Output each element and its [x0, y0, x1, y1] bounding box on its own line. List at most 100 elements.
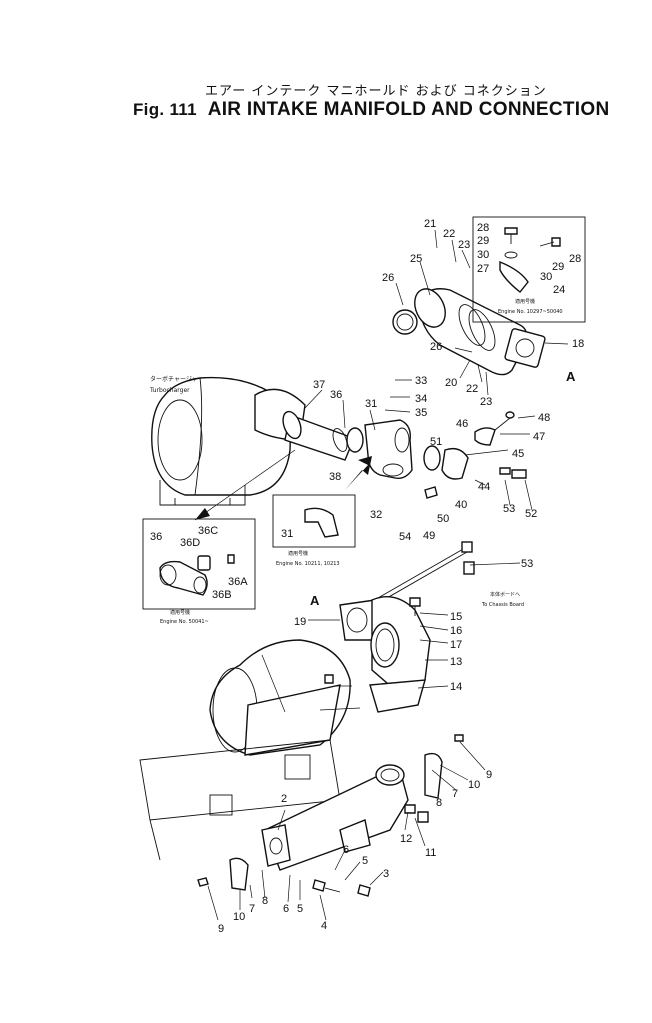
part-label-19: 19: [294, 616, 306, 628]
arrow-to-inset-31: [345, 456, 372, 490]
part-label-26-top: 26: [382, 272, 394, 284]
part-label-13: 13: [450, 656, 462, 668]
part-label-32: 32: [370, 509, 382, 521]
inset-box-part36: [142, 518, 256, 610]
part-label-36: 36: [330, 389, 342, 401]
part-label-22-b: 22: [466, 383, 478, 395]
part-label-29-b: 29: [552, 261, 564, 273]
inset-36-drawing: [159, 554, 235, 596]
part-label-29: 29: [477, 235, 489, 247]
part-label-30: 30: [477, 249, 489, 261]
part-label-36c: 36C: [198, 525, 218, 537]
part-label-24: 24: [553, 284, 565, 296]
part-label-28: 28: [477, 222, 489, 234]
boost-fitting-set: [423, 411, 527, 499]
part-label-6-b: 6: [283, 903, 289, 915]
inset-engine-range-3: Engine No. 50041~: [160, 619, 209, 625]
part-label-44: 48: [538, 412, 550, 424]
part-label-11: 11: [425, 847, 436, 859]
part-label-16: 16: [450, 625, 462, 637]
part-label-21: 21: [424, 218, 436, 230]
part-label-9: 9: [486, 769, 492, 781]
turbocharger-label-en: Turbocharger: [149, 387, 190, 394]
part-label-10: 10: [468, 779, 480, 791]
part-label-8: 8: [436, 797, 442, 809]
inset-bolts: [499, 227, 561, 293]
part-label-48: 52: [525, 508, 537, 520]
inset-box-part31: [272, 494, 356, 548]
part-label-28-b: 28: [569, 253, 581, 265]
part-label-37: 37: [313, 379, 325, 391]
part-label-49: 53: [503, 503, 515, 515]
part-label-36b: 36B: [212, 589, 232, 601]
engine-turbo-lower: [139, 639, 351, 861]
part-label-15: 15: [450, 611, 462, 623]
arrow-to-inset-36: [195, 508, 210, 520]
inset-engine-range-1: Engine No. 10297~50040: [498, 309, 563, 315]
part-label-8-b: 8: [262, 895, 268, 907]
part-label-47: 51: [430, 436, 442, 448]
part-label-39: 40: [455, 499, 467, 511]
part-label-23-b: 23: [480, 396, 492, 408]
part-label-51: 54: [399, 531, 411, 543]
part-label-35: 35: [415, 407, 427, 419]
part-label-33: 33: [415, 375, 427, 387]
part-label-18: 18: [572, 338, 584, 350]
intake-manifold-lower: [197, 734, 464, 897]
tube-fitting: [461, 541, 473, 553]
part-label-6: 6: [343, 844, 349, 856]
part-label-5: 5: [362, 855, 368, 867]
part-label-43: 47: [533, 431, 545, 443]
turbocharger-drawing: [151, 376, 306, 506]
chassis-label-en: To Chassis Board: [481, 602, 524, 608]
part-label-7-b: 7: [249, 903, 255, 915]
inset-engine-range-2: Engine No. 10211, 10213: [276, 561, 340, 567]
part-label-36a: 36A: [228, 576, 248, 588]
part-label-36-inset: 36: [150, 531, 162, 543]
part-label-2: 2: [281, 793, 287, 805]
part-label-31: 31: [365, 398, 377, 410]
figure-title-text: AIR INTAKE MANIFOLD AND CONNECTION: [207, 99, 610, 120]
inset-applicable-label-2: 適用号機: [288, 550, 308, 557]
part-label-3: 3: [383, 868, 389, 880]
inset-applicable-label: 適用号機: [515, 298, 535, 305]
part-label-7: 7: [452, 788, 458, 800]
part-label-38: 38: [329, 471, 341, 483]
part-label-27: 27: [477, 263, 489, 275]
figure-number: Fig. 111: [133, 100, 197, 119]
connector-50: [463, 561, 475, 575]
part-label-36d: 36D: [180, 537, 200, 549]
part-label-9-b: 9: [218, 923, 224, 935]
part-label-20: 20: [445, 377, 457, 389]
part-label-26: 26: [430, 341, 442, 353]
part-label-31-inset: 31: [281, 528, 293, 540]
part-label-22: 22: [443, 228, 455, 240]
part-label-4: 4: [321, 920, 327, 932]
part-label-30-b: 30: [540, 271, 552, 283]
part-label-40: 44: [478, 481, 490, 493]
part-label-17: 17: [450, 639, 462, 651]
connector-pipe-set: [282, 410, 413, 480]
turbo-inlet-housing: [339, 596, 431, 713]
part-label-12: 12: [400, 833, 412, 845]
ref-a-upper: A: [566, 369, 576, 384]
part-label-42: 46: [456, 418, 468, 430]
part-label-46: 50: [437, 513, 449, 525]
part-label-14: 14: [450, 681, 462, 693]
part-label-45: 49: [423, 530, 435, 542]
figure-title: Fig. 111 AIR INTAKE MANIFOLD AND CONNECT…: [133, 99, 610, 121]
part-label-50: 53: [521, 558, 533, 570]
part-label-34: 34: [415, 393, 427, 405]
part-label-41: 45: [512, 448, 524, 460]
turbocharger-label-jp: ターボチャージャ: [150, 375, 198, 383]
part-label-10-b: 10: [233, 911, 245, 923]
intake-elbow-pipe: [392, 288, 546, 376]
leader-lines: [207, 229, 569, 921]
ref-a-lower: A: [310, 593, 320, 608]
chassis-label-jp: 本体ボードへ: [490, 591, 520, 598]
part-label-23: 23: [458, 239, 470, 251]
inset-box-engine-variant: [472, 216, 586, 323]
inset-elbow-drawing: [304, 507, 339, 538]
part-number-labels: 21 22 23 28 29 30 27 30 29 28 24 26 2 5 2…: [150, 218, 584, 935]
